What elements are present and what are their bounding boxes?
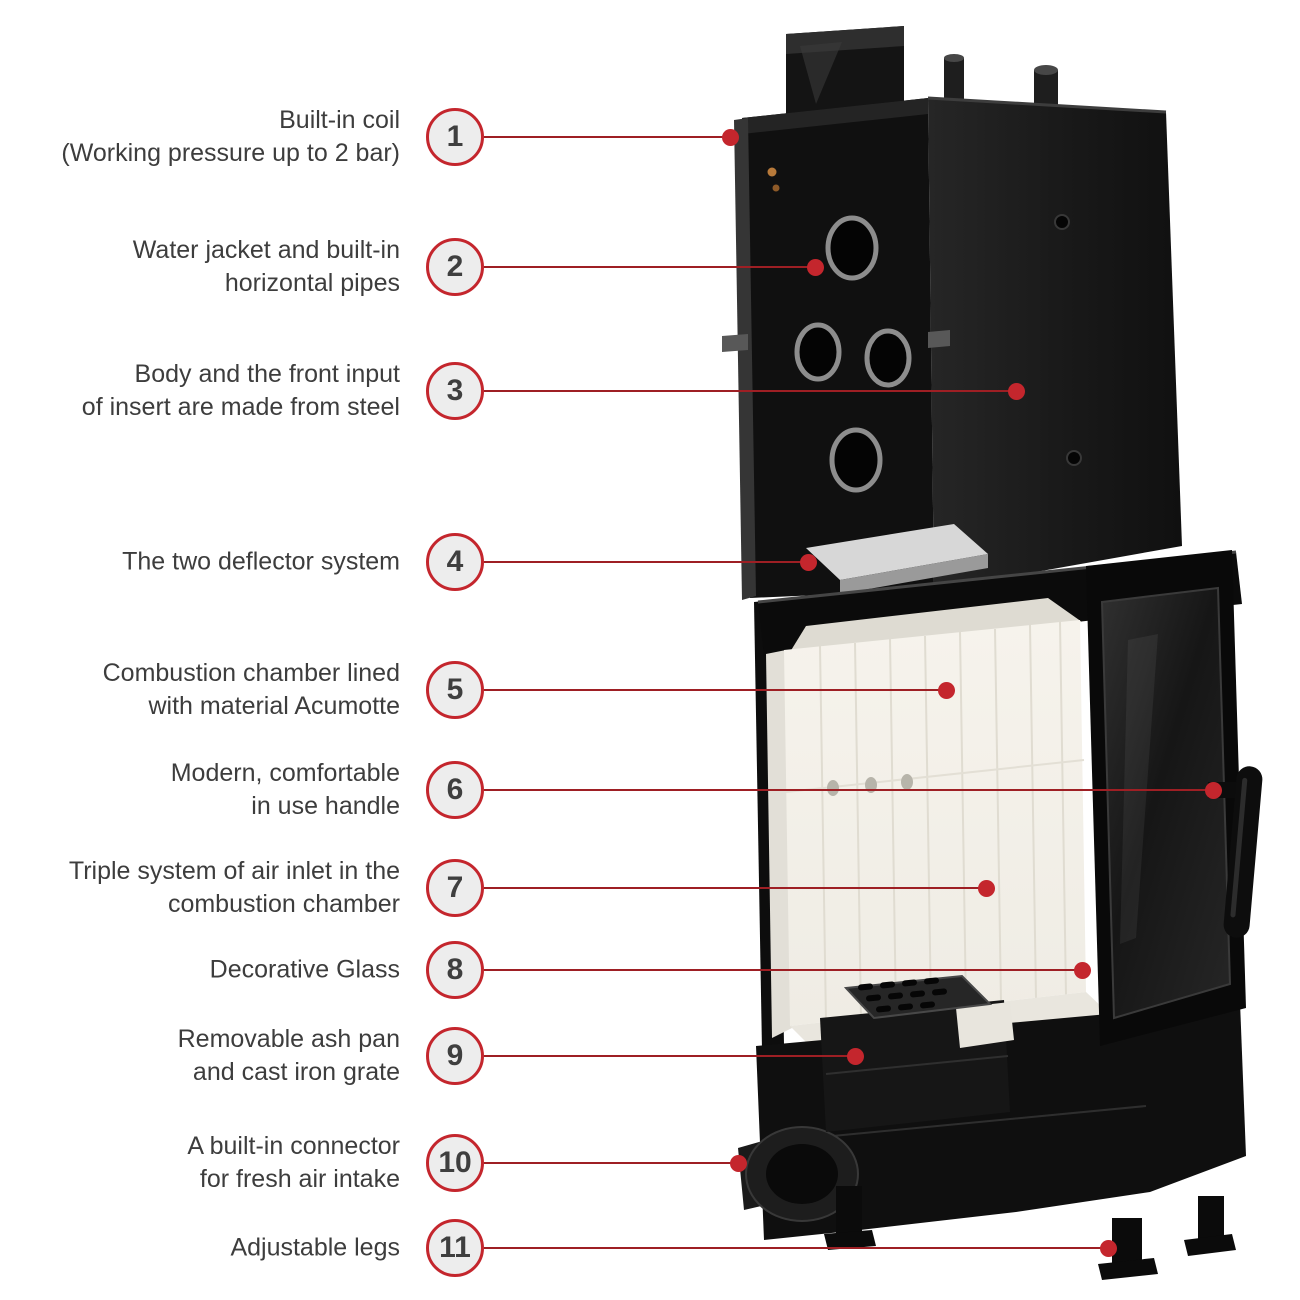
decorative-glass (1102, 588, 1230, 1018)
callout-number: 3 (446, 374, 464, 407)
callout-number-badge: 9 (426, 1027, 484, 1085)
callout-connector-line (484, 689, 946, 691)
built-in-coil (767, 167, 777, 177)
callout-connector-line (484, 887, 986, 889)
callout-label: The two deflector system (122, 547, 400, 576)
callout-number: 10 (438, 1146, 472, 1179)
callout-connector-line (484, 969, 1082, 971)
callout-target-dot (938, 682, 955, 699)
water-jacket-section (722, 98, 950, 600)
callout-label: Body and the front input of insert are m… (81, 360, 400, 421)
callout-number: 11 (439, 1231, 471, 1264)
callout-connector-line (484, 789, 1213, 791)
callout-connector-line (484, 1247, 1108, 1249)
callout-label: Removable ash pan and cast iron grate (177, 1025, 400, 1086)
callout-target-dot (1008, 383, 1025, 400)
callout-number: 9 (446, 1039, 464, 1072)
callout-label: Combustion chamber lined with material A… (102, 659, 400, 720)
callout-connector-line (484, 136, 730, 138)
callout-connector-line (484, 390, 1016, 392)
callout-number: 5 (446, 673, 464, 706)
callout-label: Decorative Glass (209, 955, 400, 984)
callout-connector-line (484, 1055, 855, 1057)
callout-number-badge: 6 (426, 761, 484, 819)
air-intake-connector (738, 1126, 859, 1222)
callout-connector-line (484, 1162, 738, 1164)
callout-target-dot (978, 880, 995, 897)
callout-target-dot (807, 259, 824, 276)
callout-number-badge: 4 (426, 533, 484, 591)
callout-target-dot (722, 129, 739, 146)
callout-number-badge: 10 (426, 1134, 484, 1192)
front-steel-panel (927, 96, 1182, 590)
callout-number-badge: 5 (426, 661, 484, 719)
cast-iron-grate (843, 974, 993, 1020)
ash-pan (820, 1000, 1014, 1132)
callout-label: Modern, comfortable in use handle (170, 759, 400, 820)
callout-number-badge: 3 (426, 362, 484, 420)
callout-target-dot (1074, 962, 1091, 979)
callout-number: 1 (446, 120, 464, 153)
adjustable-legs (824, 1186, 1236, 1280)
callout-target-dot (1100, 1240, 1117, 1257)
callout-target-dot (1205, 782, 1222, 799)
callout-number: 4 (446, 545, 464, 578)
callout-connector-line (484, 266, 815, 268)
callout-number: 2 (446, 250, 464, 283)
callout-number-badge: 2 (426, 238, 484, 296)
callout-number-badge: 11 (426, 1219, 484, 1277)
callout-number-badge: 8 (426, 941, 484, 999)
callout-number: 6 (446, 773, 464, 806)
horizontal-pipes (794, 215, 912, 493)
callout-number-badge: 1 (426, 108, 484, 166)
callout-number: 7 (446, 871, 464, 904)
callout-target-dot (800, 554, 817, 571)
deflector-plates (806, 524, 988, 594)
callout-number: 8 (446, 953, 464, 986)
callout-target-dot (847, 1048, 864, 1065)
callout-number-badge: 7 (426, 859, 484, 917)
callout-label: Built-in coil (Working pressure up to 2 … (61, 106, 400, 167)
callout-label: Triple system of air inlet in the combus… (68, 857, 400, 918)
callout-label: Water jacket and built-in horizontal pip… (132, 236, 400, 297)
callout-target-dot (730, 1155, 747, 1172)
callout-label: Adjustable legs (230, 1233, 400, 1262)
callout-label: A built-in connector for fresh air intak… (187, 1132, 400, 1193)
callout-connector-line (484, 561, 808, 563)
glass-door (1086, 550, 1246, 1046)
